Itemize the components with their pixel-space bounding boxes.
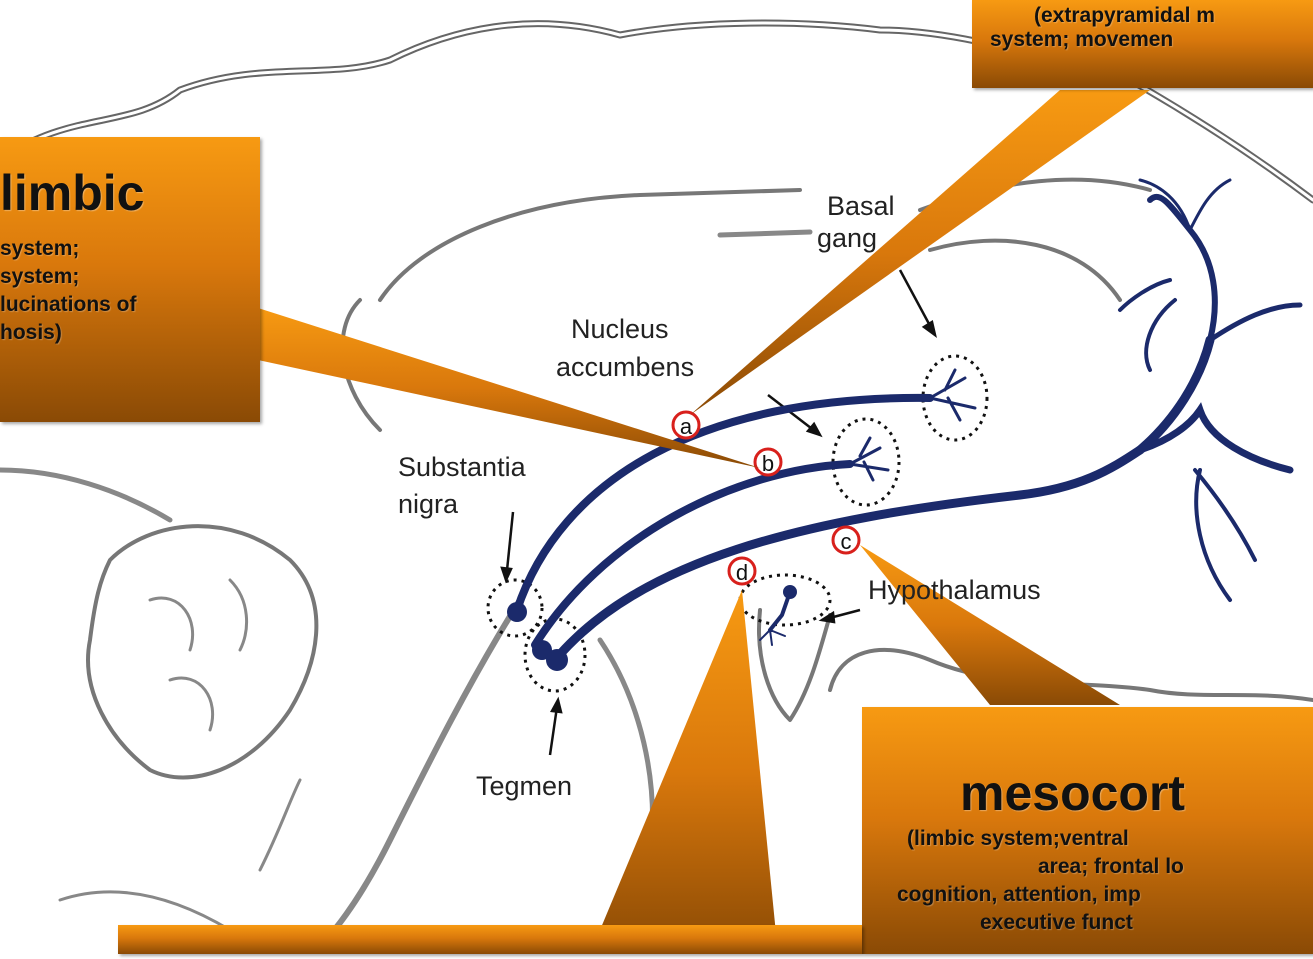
marker-d: d <box>729 558 755 585</box>
callout-line: system; <box>0 235 137 263</box>
nigrostriatal-callout: (extrapyramidal m system; movemen <box>972 0 1313 88</box>
mesolimbic-callout-text: system; system; lucinations of hosis) <box>0 235 137 347</box>
substantia-nigra-label-line2: nigra <box>398 488 458 520</box>
marker-b: b <box>755 449 781 476</box>
bottom-callout-pointer <box>590 590 778 954</box>
marker-d-letter: d <box>736 560 748 585</box>
marker-c: c <box>833 527 859 554</box>
callout-line: (extrapyramidal m <box>990 4 1215 28</box>
tegmentum-label: Tegmen <box>476 770 572 802</box>
callout-line: system; <box>0 263 137 291</box>
callout-line: (limbic system;ventral <box>862 825 1313 853</box>
pituitary-region <box>740 575 830 625</box>
mesolimbic-callout: limbic system; system; lucinations of ho… <box>0 137 260 422</box>
marker-a: a <box>673 412 699 439</box>
basal-ganglia-label-line2: gang <box>817 222 877 254</box>
marker-c-letter: c <box>841 529 852 554</box>
marker-a-letter: a <box>680 414 693 439</box>
tuberoinfundibular-callout <box>118 925 862 954</box>
mesolimbic-callout-heading: limbic <box>0 167 144 219</box>
callout-line: area; frontal lo <box>862 853 1313 881</box>
mesocortical-callout: mesocort (limbic system;ventral area; fr… <box>862 707 1313 954</box>
callout-line: executive funct <box>862 909 1313 937</box>
callout-line: hosis) <box>0 319 137 347</box>
mesolimbic-pathway <box>535 464 850 645</box>
bottom-right-callout-pointer <box>860 545 1120 705</box>
callout-line: lucinations of <box>0 291 137 319</box>
nigrostriatal-callout-text: (extrapyramidal m system; movemen <box>990 4 1215 52</box>
nucleus-accumbens-label-line2: accumbens <box>556 351 694 383</box>
callout-line: cognition, attention, imp <box>862 881 1313 909</box>
substantia-nigra-label: Substantia <box>398 451 526 483</box>
mesocortical-pathway <box>555 450 1140 660</box>
callout-line: system; movemen <box>990 28 1215 52</box>
basal-ganglia-label: Basal <box>827 190 895 222</box>
hypothalamus-label: Hypothalamus <box>868 574 1041 606</box>
marker-b-letter: b <box>762 451 774 476</box>
left-callout-pointer <box>258 308 760 468</box>
nucleus-accumbens-label: Nucleus <box>571 313 669 345</box>
top-callout-pointer <box>690 90 1150 415</box>
mesocortical-callout-heading: mesocort <box>960 767 1185 819</box>
mesocortical-callout-text: (limbic system;ventral area; frontal lo … <box>862 825 1313 937</box>
